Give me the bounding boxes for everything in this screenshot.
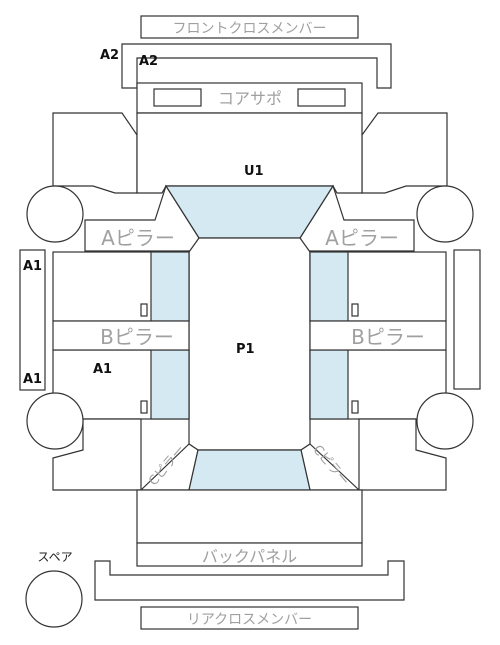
wheel-rear-left[interactable] [26, 392, 84, 450]
rear-door-handle-right [351, 400, 359, 414]
front-window-left [150, 251, 190, 322]
front-bumper-bracket[interactable] [121, 43, 392, 89]
damage-code-a2-left: A2 [100, 48, 119, 63]
front-window-right [309, 251, 349, 322]
rear-window-left [150, 349, 190, 420]
b-pillar-left-label: Bピラー [100, 325, 174, 349]
trunk-lid[interactable] [136, 489, 363, 544]
a-pillar-right-label: Aピラー [325, 226, 399, 250]
b-pillar-right[interactable] [309, 320, 447, 351]
b-pillar-right-label: Bピラー [351, 325, 425, 349]
back-panel[interactable] [136, 542, 363, 567]
wheel-front-left[interactable] [26, 185, 84, 243]
damage-code-a2-right: A2 [139, 54, 158, 69]
rear-door-handle-left [140, 400, 148, 414]
rear-cross-member[interactable] [140, 606, 359, 630]
damage-code-u1: U1 [244, 164, 264, 179]
rear-bumper[interactable] [94, 560, 405, 601]
side-sill-right[interactable] [453, 249, 481, 390]
front-fender-right[interactable] [361, 112, 448, 194]
front-cross-member-label: フロントクロスメンバー [173, 21, 327, 37]
headlight-left [153, 88, 202, 107]
damage-code-a1-side-top: A1 [23, 259, 42, 274]
side-sill-left[interactable] [19, 249, 46, 391]
front-cross-member[interactable] [140, 15, 359, 39]
headlight-right [297, 88, 346, 107]
spare-tire[interactable] [25, 570, 83, 628]
front-fender-left[interactable] [52, 112, 138, 194]
core-support-label: コアサポ [218, 89, 282, 108]
hood[interactable] [136, 112, 363, 194]
front-door-handle-left [140, 303, 148, 317]
rear-window-right [309, 349, 349, 420]
damage-code-a1-door: A1 [93, 362, 112, 377]
damage-code-a1-side-bottom: A1 [23, 372, 42, 387]
b-pillar-left[interactable] [52, 320, 190, 351]
spare-tire-label: スペア [37, 550, 72, 564]
a-pillar-left-label: Aピラー [101, 226, 175, 250]
wheel-front-right[interactable] [416, 185, 474, 243]
wheel-rear-right[interactable] [416, 392, 474, 450]
back-panel-label: バックパネル [202, 547, 297, 566]
damage-code-p1: P1 [236, 342, 255, 357]
rear-cross-member-label: リアクロスメンバー [187, 612, 312, 628]
rear-window[interactable] [188, 449, 311, 491]
front-door-handle-right [351, 303, 359, 317]
